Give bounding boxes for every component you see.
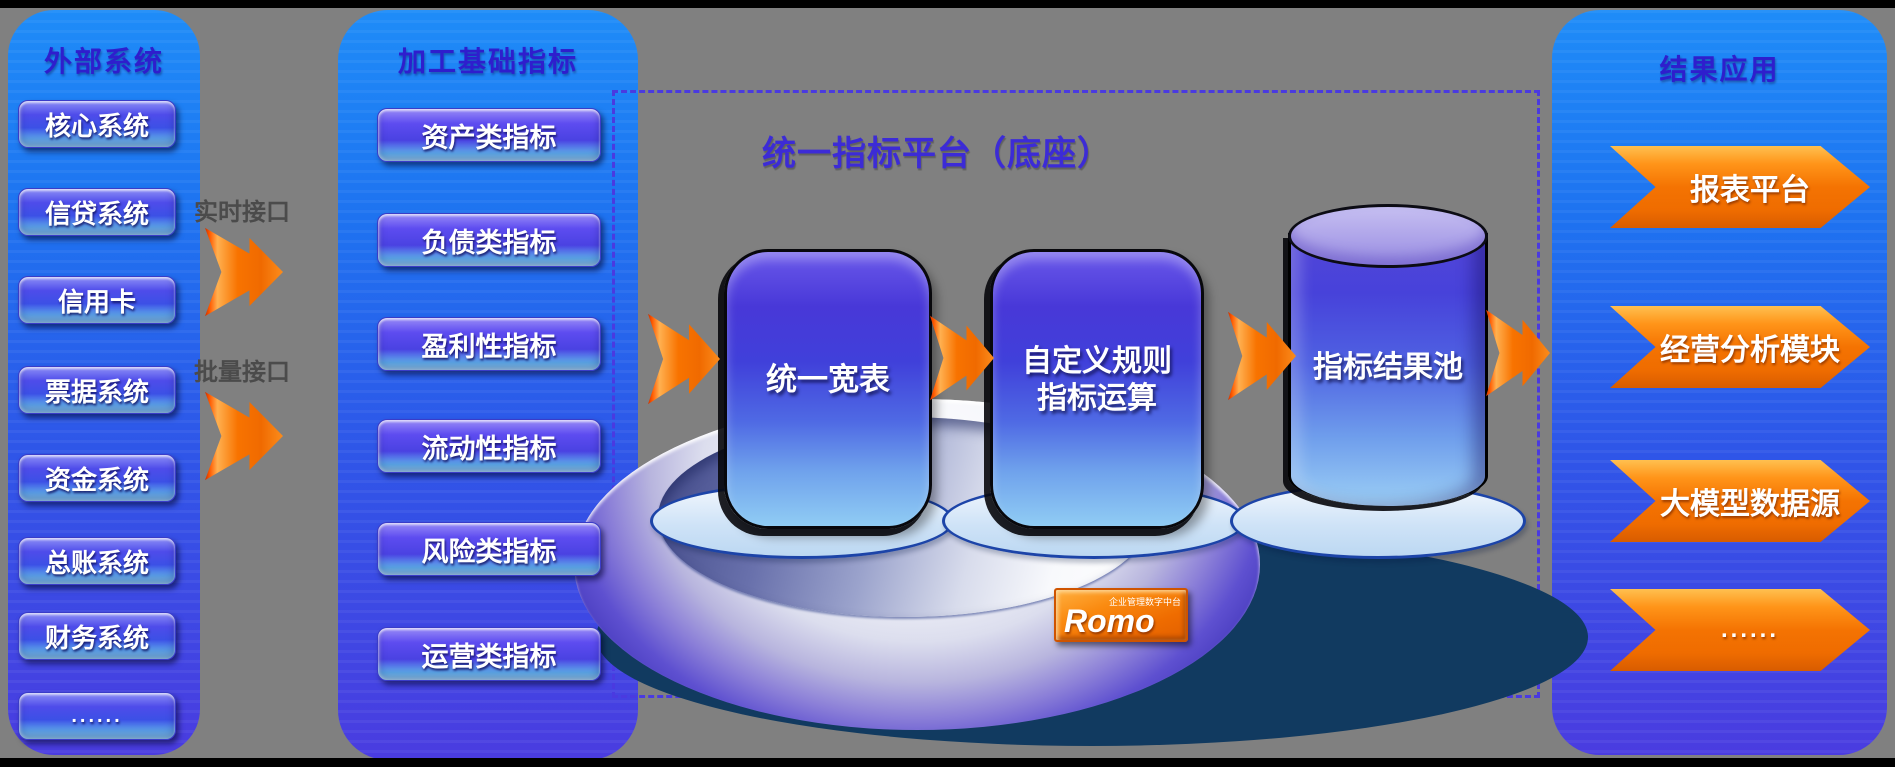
romo-brand: Romo	[1064, 603, 1155, 639]
external-system-item: 总账系统	[18, 537, 176, 585]
cylinder-top	[1288, 204, 1488, 268]
cylinder-body	[1288, 233, 1488, 506]
node-label: 统一宽表	[766, 361, 890, 397]
indicator-item: 盈利性指标	[377, 317, 601, 371]
realtime-flow-arrow-icon	[205, 227, 283, 317]
node-label: 指标结果池	[1313, 351, 1463, 384]
indicator-item: 资产类指标	[377, 108, 601, 162]
result-app-item: 大模型数据源	[1610, 460, 1870, 542]
indicator-item: 运营类指标	[377, 627, 601, 681]
indicator-item: 流动性指标	[377, 419, 601, 473]
top-edge-bar	[0, 0, 1895, 8]
external-system-item: 票据系统	[18, 366, 176, 414]
batch-flow-arrow-icon	[205, 391, 283, 481]
external-system-item: 资金系统	[18, 454, 176, 502]
external-system-item: 财务系统	[18, 612, 176, 660]
node-indicator-result-pool: 指标结果池	[1288, 204, 1488, 506]
base-indicators-title: 加工基础指标	[397, 46, 578, 77]
batch-interface-label: 批量接口	[194, 359, 290, 386]
romo-logo: 企业管理数字中台 Romo	[1054, 588, 1188, 642]
external-systems-title: 外部系统	[43, 46, 164, 77]
bottom-edge-bar	[0, 758, 1895, 767]
indicator-item: 负债类指标	[377, 213, 601, 267]
romo-tagline: 企业管理数字中台	[1108, 597, 1181, 607]
unified-platform-title: 统一指标平台（底座）	[762, 135, 1112, 173]
external-system-item-more: ......	[18, 692, 176, 740]
realtime-interface-label: 实时接口	[194, 199, 290, 226]
external-system-item: 核心系统	[18, 100, 176, 148]
node-custom-rule-calc: 自定义规则 指标运算	[990, 249, 1204, 529]
external-system-item: 信贷系统	[18, 188, 176, 236]
node-label-line1: 自定义规则	[1022, 344, 1172, 378]
node-unified-wide-table: 统一宽表	[724, 249, 932, 529]
external-system-item: 信用卡	[18, 276, 176, 324]
result-applications-title: 结果应用	[1659, 54, 1780, 85]
node-label-line2: 指标运算	[1037, 382, 1157, 415]
indicator-item: 风险类指标	[377, 522, 601, 576]
